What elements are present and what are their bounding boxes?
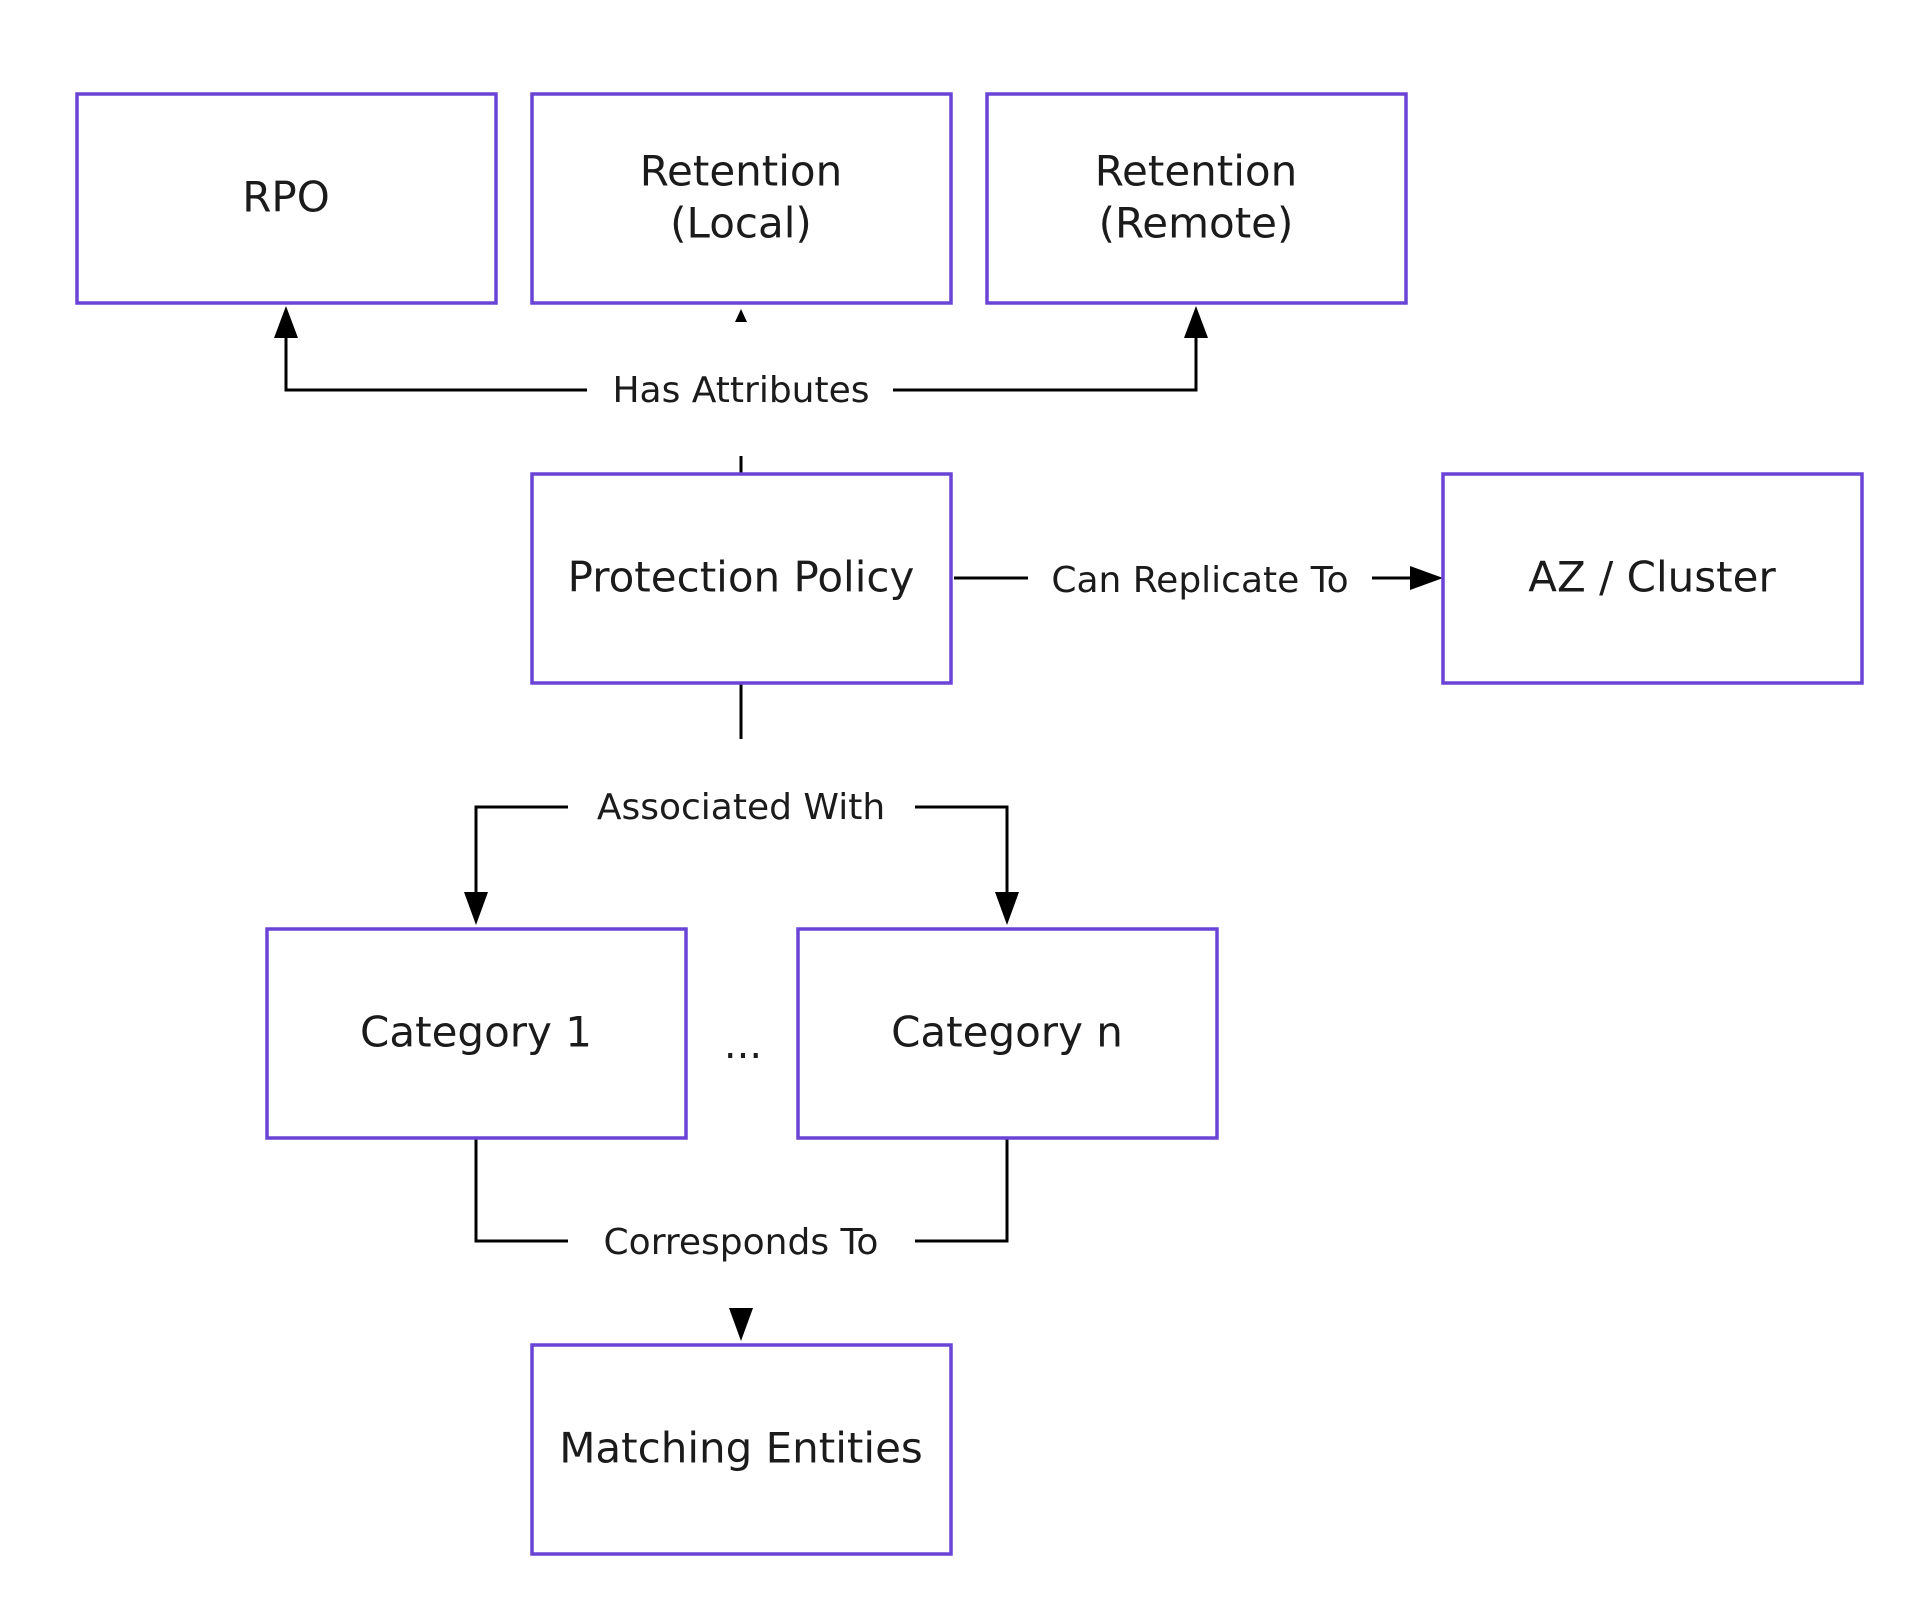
edge-associated-with: Associated With — [464, 683, 1019, 925]
connector-from-category-1 — [474, 1138, 568, 1243]
label-has-attributes: Has Attributes — [612, 370, 869, 411]
connector-to-rpo — [284, 338, 587, 392]
node-retention-local-line-2: (Local) — [670, 199, 812, 248]
arrowhead-category-n — [995, 892, 1019, 925]
edge-corresponds-to: Corresponds To — [474, 1138, 1009, 1341]
arrowhead-retention-local — [735, 309, 747, 322]
connector-to-category-n — [915, 805, 1009, 892]
node-matching-entities: Matching Entities — [530, 1343, 953, 1556]
node-retention-remote-box — [985, 92, 1408, 305]
node-category-n: Category n — [796, 927, 1219, 1140]
node-protection-policy-label: Protection Policy — [568, 553, 915, 602]
node-retention-local-line-1: Retention — [640, 147, 843, 196]
node-retention-local: Retention (Local) — [530, 92, 953, 305]
node-az-cluster-box — [1441, 472, 1864, 685]
node-rpo-label: RPO — [242, 173, 330, 222]
label-can-replicate-to: Can Replicate To — [1051, 560, 1348, 601]
connector-to-retention-remote — [893, 338, 1198, 392]
arrowhead-rpo — [274, 306, 298, 338]
node-retention-remote-line-1: Retention — [1095, 147, 1298, 196]
node-category-1: Category 1 — [265, 927, 688, 1140]
connector-to-category-1 — [474, 805, 568, 892]
node-az-cluster-label: AZ / Cluster — [1528, 553, 1776, 602]
node-matching-entities-label: Matching Entities — [559, 1424, 923, 1473]
node-retention-remote-line-2: (Remote) — [1099, 199, 1294, 248]
connector-from-category-n — [915, 1138, 1009, 1243]
edge-can-replicate-to: Can Replicate To — [954, 560, 1443, 601]
node-retention-remote: Retention (Remote) — [985, 92, 1408, 305]
arrowhead-retention-remote — [1184, 306, 1208, 338]
edge-has-attributes: Has Attributes — [274, 306, 1208, 474]
node-rpo-box — [75, 92, 498, 305]
label-associated-with: Associated With — [597, 787, 885, 828]
label-corresponds-to: Corresponds To — [604, 1222, 879, 1263]
node-category-n-box — [796, 927, 1219, 1140]
node-category-n-label: Category n — [891, 1008, 1123, 1057]
node-az-cluster: AZ / Cluster — [1441, 472, 1864, 685]
arrowhead-matching-entities — [729, 1308, 753, 1341]
arrowhead-az-cluster — [1410, 566, 1443, 590]
node-matching-entities-box — [530, 1343, 953, 1556]
category-ellipsis: ... — [724, 1022, 762, 1068]
node-retention-local-box — [530, 92, 953, 305]
node-rpo: RPO — [75, 92, 498, 305]
node-category-1-box — [265, 927, 688, 1140]
node-category-1-label: Category 1 — [360, 1008, 592, 1057]
node-protection-policy: Protection Policy — [530, 472, 953, 685]
arrowhead-category-1 — [464, 892, 488, 925]
node-protection-policy-box — [530, 472, 953, 685]
